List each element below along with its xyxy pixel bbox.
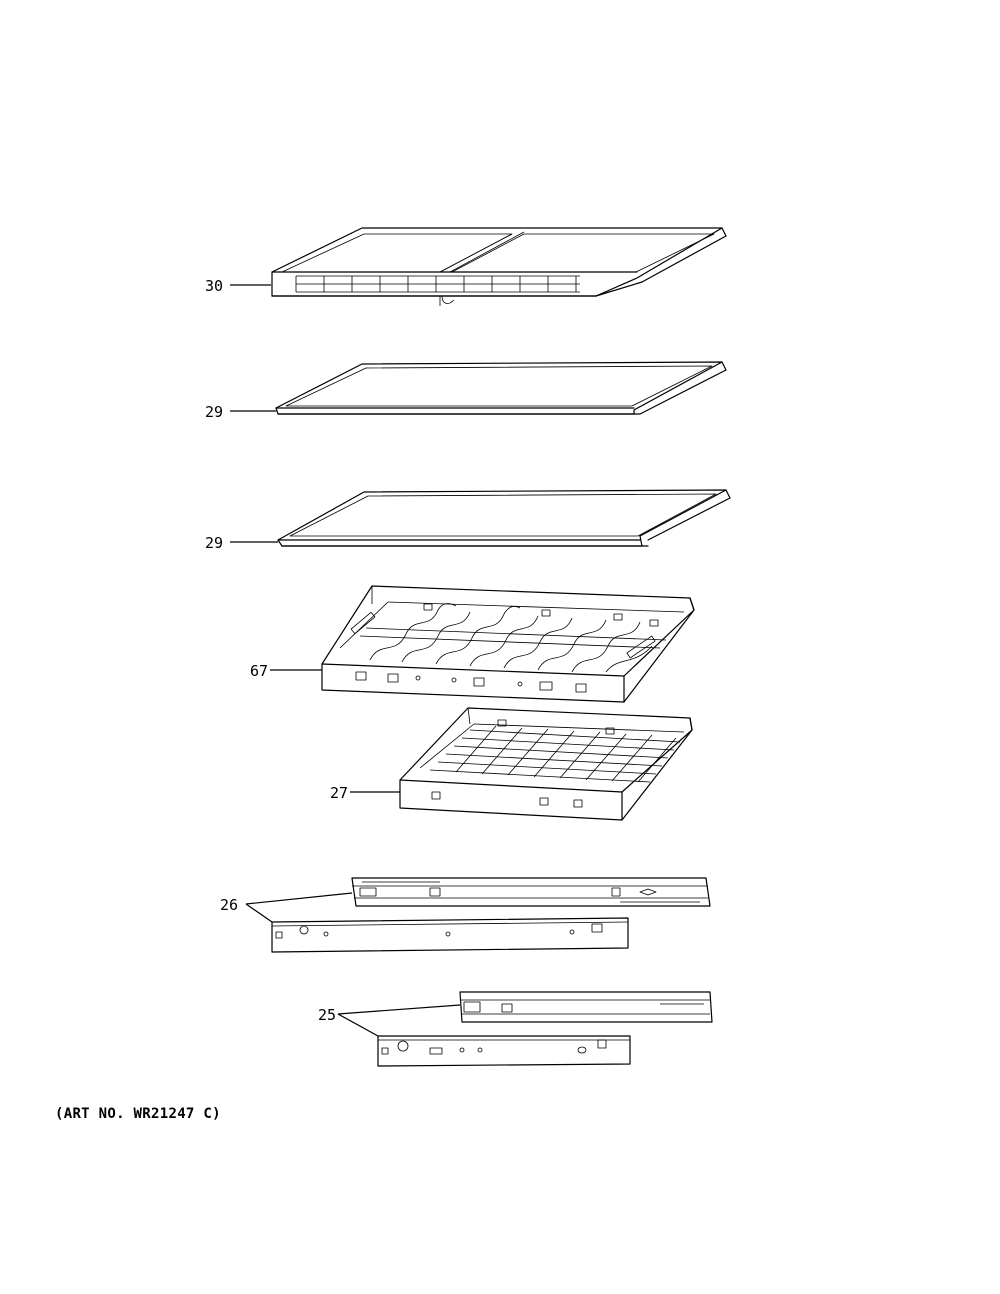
callout-29-upper: 29 — [205, 403, 223, 421]
leader-25a — [337, 1004, 461, 1015]
callout-30: 30 — [205, 277, 223, 295]
callout-26: 26 — [220, 896, 238, 914]
part-27-grid-drawer — [399, 707, 693, 821]
leader-26a — [245, 892, 353, 905]
leader-26b — [245, 903, 273, 923]
leader-25b — [337, 1013, 379, 1037]
callout-67: 67 — [250, 662, 268, 680]
callout-29-lower: 29 — [205, 534, 223, 552]
callout-27: 27 — [330, 784, 348, 802]
part-67-wine-rack-drawer — [321, 585, 695, 703]
art-number: (ART NO. WR21247 C) — [55, 1106, 221, 1122]
callout-25: 25 — [318, 1006, 336, 1024]
part-26-slide-pair — [271, 877, 711, 953]
part-29-shelf-upper — [275, 361, 727, 415]
part-29-shelf-lower — [277, 489, 731, 547]
part-25-slide-pair — [377, 991, 713, 1067]
part-30-split-shelf — [271, 227, 727, 306]
